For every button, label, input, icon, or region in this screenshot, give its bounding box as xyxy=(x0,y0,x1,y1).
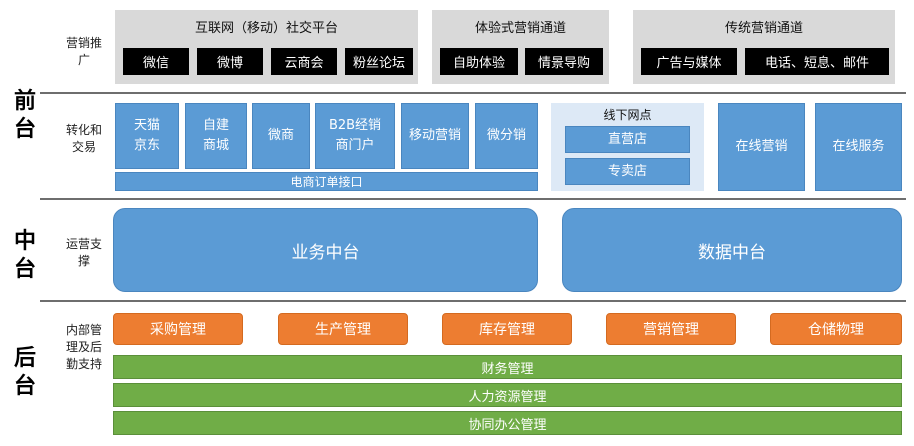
channel-self-experience: 自助体验 xyxy=(440,48,518,75)
channel-wechat-commerce-label: 微商 xyxy=(267,128,294,143)
channel-mobile-marketing: 移动营销 xyxy=(401,103,469,169)
row-label-conversion-text: 转化和交易 xyxy=(66,123,103,154)
online-marketing: 在线营销 xyxy=(718,103,805,191)
marketing-group-social: 互联网（移动）社交平台 微信 微博 云商会 粉丝论坛 xyxy=(115,10,418,84)
row-label-conversion: 转化和交易 xyxy=(66,122,102,156)
row-label-internal: 内部管理及后勤支持 xyxy=(66,322,102,373)
channel-fan-forum: 粉丝论坛 xyxy=(345,48,413,75)
channel-wechat: 微信 xyxy=(123,48,189,75)
data-middle-platform: 数据中台 xyxy=(562,208,902,292)
channel-b2b-portal-label: B2B经销商门户 xyxy=(328,118,382,153)
row-label-operations-text: 运营支撑 xyxy=(66,237,103,268)
row-label-operations: 运营支撑 xyxy=(66,236,102,270)
channel-phone-sms-email: 电话、短息、邮件 xyxy=(745,48,889,75)
channel-micro-distribution-label: 微分销 xyxy=(486,128,526,143)
channel-own-mall: 自建商城 xyxy=(185,103,247,169)
channel-tmall-jd-label: 天猫京东 xyxy=(133,118,160,153)
channel-wechat-commerce: 微商 xyxy=(252,103,310,169)
marketing-group-experience: 体验式营销通道 自助体验 情景导购 xyxy=(432,10,609,84)
hr-management: 人力资源管理 xyxy=(113,383,902,407)
business-middle-platform: 业务中台 xyxy=(113,208,538,292)
inventory-management: 库存管理 xyxy=(442,313,572,345)
channel-own-mall-label: 自建商城 xyxy=(202,118,229,153)
row-label-marketing: 营销推广 xyxy=(66,35,102,69)
production-management: 生产管理 xyxy=(278,313,408,345)
channel-mobile-marketing-label: 移动营销 xyxy=(409,128,462,143)
divider-line xyxy=(40,198,906,200)
channel-b2b-portal: B2B经销商门户 xyxy=(315,103,395,169)
section-label-front-char2: 台 xyxy=(13,117,36,142)
marketing-group-experience-title: 体验式营销通道 xyxy=(474,21,566,36)
row-label-marketing-text: 营销推广 xyxy=(66,36,103,67)
channel-tmall-jd: 天猫京东 xyxy=(115,103,179,169)
franchise-store: 专卖店 xyxy=(565,158,690,185)
divider-line xyxy=(40,92,906,94)
offline-outlets-group: 线下网点 直营店 专卖店 xyxy=(551,103,704,191)
section-label-middle-char2: 台 xyxy=(13,257,36,282)
channel-micro-distribution: 微分销 xyxy=(475,103,538,169)
marketing-group-traditional-title: 传统营销通道 xyxy=(724,21,803,36)
direct-store: 直营店 xyxy=(565,126,690,153)
section-label-back: 后 台 xyxy=(10,345,40,401)
finance-management: 财务管理 xyxy=(113,355,902,379)
section-label-back-char1: 后 xyxy=(13,346,36,371)
offline-outlets-title: 线下网点 xyxy=(603,108,652,122)
section-label-middle: 中 台 xyxy=(10,228,40,284)
section-label-middle-char1: 中 xyxy=(13,229,36,254)
channel-scenario-guide: 情景导购 xyxy=(525,48,603,75)
sales-management: 营销管理 xyxy=(606,313,736,345)
marketing-group-social-title: 互联网（移动）社交平台 xyxy=(194,21,338,36)
marketing-group-traditional: 传统营销通道 广告与媒体 电话、短息、邮件 xyxy=(633,10,895,84)
collaborative-office-management: 协同办公管理 xyxy=(113,411,902,435)
section-label-back-char2: 台 xyxy=(13,374,36,399)
online-service: 在线服务 xyxy=(815,103,902,191)
ecommerce-order-interface: 电商订单接口 xyxy=(115,172,538,191)
divider-line xyxy=(40,300,906,302)
row-label-internal-text: 内部管理及后勤支持 xyxy=(66,323,103,371)
procurement-management: 采购管理 xyxy=(113,313,243,345)
channel-ads-media: 广告与媒体 xyxy=(641,48,737,75)
channel-weibo: 微博 xyxy=(197,48,263,75)
warehouse-logistics: 仓储物理 xyxy=(770,313,902,345)
section-label-front-char1: 前 xyxy=(13,89,36,114)
section-label-front: 前 台 xyxy=(10,88,40,144)
channel-yunshanghui: 云商会 xyxy=(271,48,337,75)
